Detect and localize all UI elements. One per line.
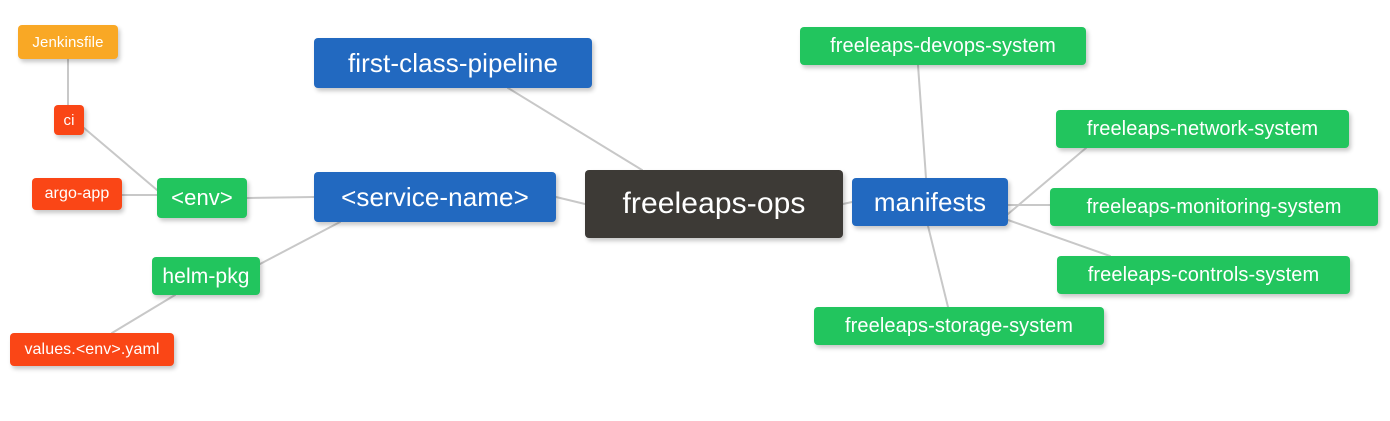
node-label-freeleaps-storage-system: freeleaps-storage-system (844, 315, 1074, 337)
node-freeleaps-monitoring-system[interactable]: freeleaps-monitoring-system (1050, 188, 1378, 226)
node-freeleaps-devops-system[interactable]: freeleaps-devops-system (800, 27, 1086, 65)
edge-root-to-first-class-pipeline (507, 87, 643, 171)
edge-root-to-service-name (555, 196, 586, 205)
node-label-ci: ci (63, 111, 75, 129)
node-freeleaps-storage-system[interactable]: freeleaps-storage-system (814, 307, 1104, 345)
edge-root-to-manifests (842, 201, 853, 205)
node-label-jenkinsfile: Jenkinsfile (32, 33, 104, 51)
node-values-yaml[interactable]: values.<env>.yaml (10, 333, 174, 366)
node-label-helm-pkg: helm-pkg (162, 264, 250, 288)
node-label-freeleaps-network-system: freeleaps-network-system (1086, 118, 1319, 140)
node-label-service-name: <service-name> (341, 182, 529, 212)
node-env[interactable]: <env> (157, 178, 247, 218)
node-service-name[interactable]: <service-name> (314, 172, 556, 222)
edge-manifests-to-freeleaps-devops-system (917, 64, 927, 179)
edge-manifests-to-freeleaps-storage-system (927, 225, 949, 308)
node-jenkinsfile[interactable]: Jenkinsfile (18, 25, 118, 59)
node-label-manifests: manifests (873, 187, 987, 217)
node-root[interactable]: freeleaps-ops (585, 170, 843, 238)
edge-helm-pkg-to-values-yaml (111, 294, 176, 334)
node-manifests[interactable]: manifests (852, 178, 1008, 226)
node-label-freeleaps-monitoring-system: freeleaps-monitoring-system (1086, 196, 1342, 218)
node-label-argo-app: argo-app (44, 185, 110, 202)
node-label-root: freeleaps-ops (622, 187, 806, 220)
node-argo-app[interactable]: argo-app (32, 178, 122, 210)
node-ci[interactable]: ci (54, 105, 84, 135)
node-label-first-class-pipeline: first-class-pipeline (347, 48, 559, 78)
node-label-values-yaml: values.<env>.yaml (24, 340, 160, 358)
node-label-freeleaps-controls-system: freeleaps-controls-system (1087, 264, 1320, 286)
node-label-env: <env> (171, 185, 233, 210)
edge-service-name-to-helm-pkg (259, 221, 341, 265)
node-label-freeleaps-devops-system: freeleaps-devops-system (830, 35, 1056, 57)
node-first-class-pipeline[interactable]: first-class-pipeline (314, 38, 592, 88)
node-freeleaps-network-system[interactable]: freeleaps-network-system (1056, 110, 1349, 148)
node-helm-pkg[interactable]: helm-pkg (152, 257, 260, 295)
node-freeleaps-controls-system[interactable]: freeleaps-controls-system (1057, 256, 1350, 294)
edge-service-name-to-env (246, 196, 315, 199)
